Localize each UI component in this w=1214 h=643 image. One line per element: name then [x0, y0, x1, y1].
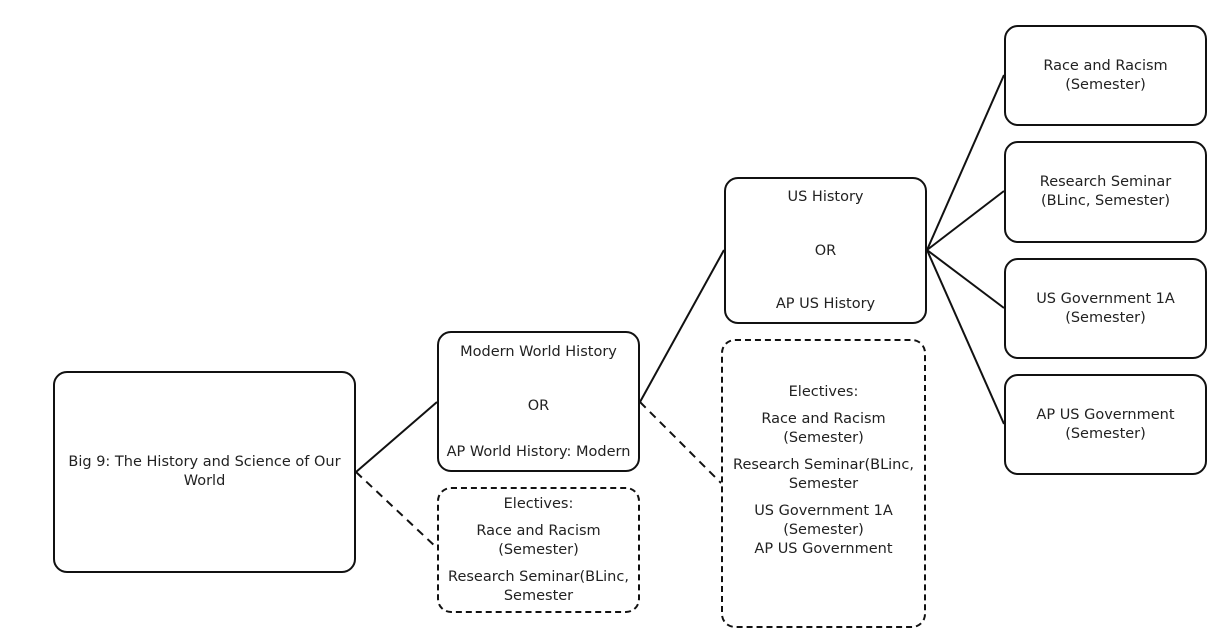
electives-node-1: Electives: Race and Racism (Semester) Re… [437, 487, 640, 613]
root-node: Big 9: The History and Science of Our Wo… [53, 371, 356, 573]
elective-item: Race and Racism (Semester) [761, 411, 886, 446]
electives-heading: Electives: [788, 384, 859, 400]
course-node-ap-us-government: AP US Government (Semester) [1004, 374, 1207, 475]
link-root-to-electives-1 [355, 471, 438, 549]
or-label: OR [527, 398, 550, 414]
electives-node-2: Electives: Race and Racism (Semester) Re… [721, 339, 926, 628]
or-label: OR [814, 243, 837, 259]
electives-heading: Electives: [503, 496, 574, 512]
link-us-to-course-2 [926, 190, 1005, 251]
modern-world-history-label: Modern World History [460, 344, 617, 360]
us-history-node: US History OR AP US History [724, 177, 927, 324]
course-label: Race and Racism (Semester) [1043, 57, 1168, 93]
root-node-label: Big 9: The History and Science of Our Wo… [68, 454, 341, 489]
elective-item: Research Seminar(BLinc, Semester [448, 569, 629, 604]
course-label: Research Seminar (BLinc, Semester) [1039, 174, 1172, 209]
ap-us-history-label: AP US History [775, 296, 876, 312]
link-us-to-course-4 [926, 249, 1005, 425]
link-us-to-course-1 [926, 74, 1005, 251]
course-node-race-racism: Race and Racism (Semester) [1004, 25, 1207, 126]
ap-world-history-label: AP World History: Modern [446, 444, 631, 460]
us-history-label: US History [787, 189, 864, 205]
modern-world-history-node: Modern World History OR AP World History… [437, 331, 640, 472]
link-world-to-electives-2 [639, 401, 722, 484]
link-root-to-world [355, 401, 438, 473]
course-node-research-seminar: Research Seminar (BLinc, Semester) [1004, 141, 1207, 243]
course-label: AP US Government (Semester) [1036, 406, 1175, 442]
elective-item: Research Seminar(BLinc, Semester [733, 457, 914, 492]
course-node-us-government-1a: US Government 1A (Semester) [1004, 258, 1207, 359]
link-world-to-us [639, 249, 725, 403]
elective-item: US Government 1A (Semester) [754, 503, 893, 538]
course-label: US Government 1A (Semester) [1036, 290, 1175, 326]
elective-item: AP US Government [754, 541, 893, 557]
link-us-to-course-3 [926, 249, 1005, 309]
elective-item: Race and Racism (Semester) [476, 523, 601, 558]
